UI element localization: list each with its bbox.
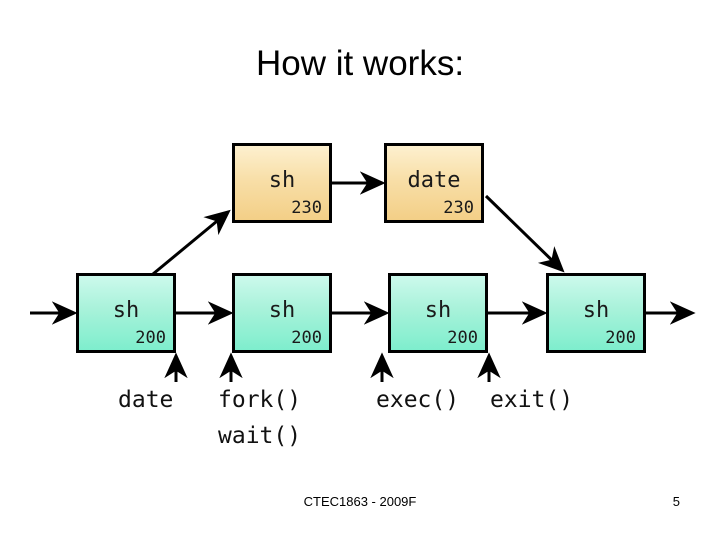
process-box-sh-200-b[interactable]: sh 200 [232, 273, 332, 353]
process-pid: 230 [443, 198, 474, 218]
process-pid: 200 [291, 328, 322, 348]
arrow-fork-up [152, 209, 231, 276]
label-exit: exit() [490, 387, 574, 413]
arrow-exit-down [484, 194, 565, 273]
process-name: sh [582, 297, 610, 323]
footer-course-label: CTEC1863 - 2009F [303, 494, 417, 509]
process-name: sh [424, 297, 452, 323]
label-fork: fork() [218, 387, 302, 413]
process-flow-diagram: sh 200 sh 200 sh 200 sh 200 sh 230 date … [30, 143, 696, 449]
process-name: sh [268, 297, 296, 323]
process-name: sh [268, 167, 296, 193]
process-pid: 200 [605, 328, 636, 348]
label-exec: exec() [376, 387, 460, 413]
process-box-sh-230[interactable]: sh 230 [232, 143, 332, 223]
process-box-date-230[interactable]: date 230 [384, 143, 484, 223]
process-pid: 200 [135, 328, 166, 348]
label-date: date [118, 387, 174, 413]
process-pid: 230 [291, 198, 322, 218]
process-box-sh-200-a[interactable]: sh 200 [76, 273, 176, 353]
process-box-sh-200-d[interactable]: sh 200 [546, 273, 646, 353]
process-pid: 200 [447, 328, 478, 348]
page-title: How it works: [255, 44, 465, 83]
label-wait: wait() [218, 423, 302, 449]
process-box-sh-200-c[interactable]: sh 200 [388, 273, 488, 353]
process-name: sh [112, 297, 140, 323]
page-number: 5 [672, 494, 680, 509]
diagram-arrow-layer [30, 171, 696, 382]
process-name: date [407, 167, 461, 193]
